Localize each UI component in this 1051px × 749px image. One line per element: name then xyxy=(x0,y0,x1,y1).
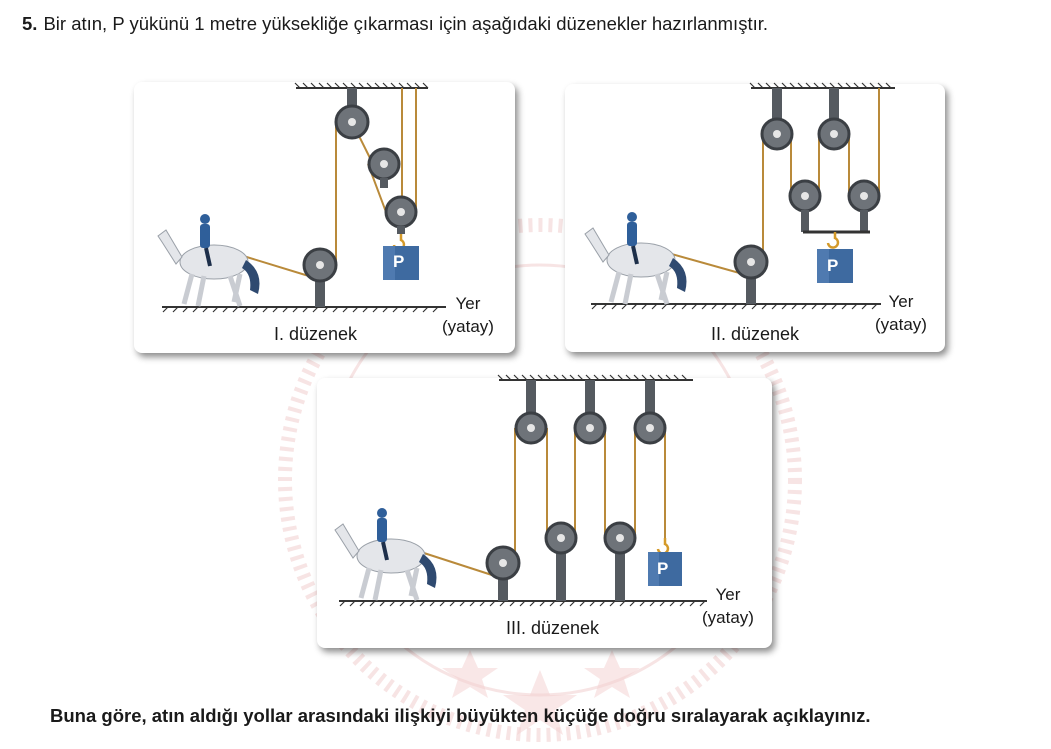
panel-setup-1: I. düzenek Yer (yatay) P xyxy=(134,82,515,353)
setup-1-diagram xyxy=(157,82,446,313)
ground-label: Yer (yatay) xyxy=(875,290,927,336)
question-body: Bir atın, P yükünü 1 metre yüksekliğe çı… xyxy=(43,13,769,34)
load-box xyxy=(648,552,682,586)
fixed-pulley-top xyxy=(334,88,370,140)
fixed-pulley-2 xyxy=(573,380,607,445)
ground xyxy=(162,306,446,313)
question-number: 5. xyxy=(22,13,38,34)
ceiling xyxy=(749,82,895,89)
fixed-pulley-2 xyxy=(817,88,851,151)
setup-2-diagram xyxy=(584,82,895,310)
horse-with-rider xyxy=(334,508,437,601)
ground-fixed-pulley-2 xyxy=(603,521,637,601)
setup-3-label: III. düzenek xyxy=(506,618,600,638)
fixed-pulley-1 xyxy=(760,88,794,151)
horse-with-rider xyxy=(157,214,260,307)
load-box xyxy=(817,249,853,283)
question-text: 5.Bir atın, P yükünü 1 metre yüksekliğe … xyxy=(22,12,768,36)
panel-setup-3: III. düzenek Yer (yatay) P xyxy=(317,374,772,648)
movable-pulley-2 xyxy=(384,195,418,234)
ground xyxy=(339,600,707,607)
setup-2-label: II. düzenek xyxy=(711,324,800,344)
ground-pulley xyxy=(302,247,338,307)
fixed-pulley-1 xyxy=(514,380,548,445)
ground xyxy=(591,303,881,310)
ground-pulley xyxy=(485,545,521,601)
horse-with-rider xyxy=(584,212,687,305)
hook xyxy=(656,538,670,555)
setup-1-label: I. düzenek xyxy=(274,324,358,344)
load-box xyxy=(383,246,419,280)
ground-label: Yer (yatay) xyxy=(442,292,494,338)
ground-fixed-pulley-1 xyxy=(544,521,578,601)
movable-pulley-1 xyxy=(367,147,401,188)
ground-pulley xyxy=(733,244,769,304)
movable-pulley-2 xyxy=(847,179,881,232)
setup-3-diagram xyxy=(334,374,707,607)
rope xyxy=(642,88,880,275)
ground-label-yer: Yer xyxy=(715,585,741,604)
ceiling xyxy=(497,374,693,381)
ceiling xyxy=(294,82,429,89)
fixed-pulley-3 xyxy=(633,380,667,445)
load-label: P xyxy=(827,256,839,275)
load-label: P xyxy=(657,559,669,578)
ground-label-yatay: (yatay) xyxy=(442,317,494,336)
ground-label-yer: Yer xyxy=(455,294,481,313)
movable-pulley-1 xyxy=(788,179,822,232)
hook xyxy=(826,232,840,249)
ground-label-yatay: (yatay) xyxy=(875,315,927,334)
panel-setup-2: II. düzenek Yer (yatay) P xyxy=(565,82,945,352)
ground-label-yer: Yer xyxy=(888,292,914,311)
rope xyxy=(392,428,666,577)
load-label: P xyxy=(393,252,405,271)
ground-label-yatay: (yatay) xyxy=(702,608,754,627)
instruction-text: Buna göre, atın aldığı yollar arasındaki… xyxy=(50,705,871,726)
ground-label: Yer (yatay) xyxy=(702,583,754,629)
